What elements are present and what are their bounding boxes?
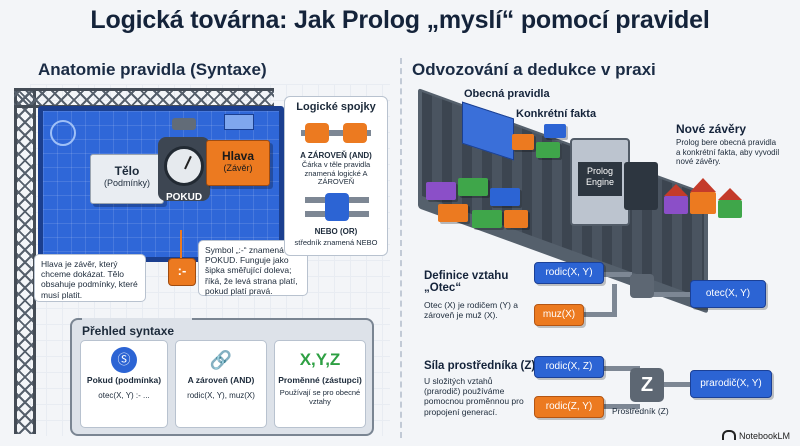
house-roof-icon xyxy=(718,188,742,200)
label-facts: Konkrétní fakta xyxy=(516,108,597,120)
fact-cube-icon xyxy=(536,142,560,158)
syntax-item-pokud: Ⓢ Pokud (podmínka) otec(X, Y) :- ... xyxy=(80,340,168,428)
syntax-item-label: Pokud (podmínka) xyxy=(86,375,162,385)
body-label: Tělo xyxy=(114,164,140,178)
def2-title: Síla prostředníka (Z) xyxy=(424,360,536,372)
syntax-summary-title: Přehled syntaxe xyxy=(82,318,192,338)
syntax-item-label: Proměnné (zástupci) xyxy=(278,375,362,385)
fact-cube-icon xyxy=(458,178,488,196)
pipe xyxy=(600,404,640,409)
gate-label: POKUD xyxy=(165,192,203,203)
page-title: Logická továrna: Jak Prolog „myslí“ pomo… xyxy=(90,6,710,34)
pipe xyxy=(590,272,632,277)
def1-title: Definice vztahu „Otec“ xyxy=(424,270,509,294)
def2-text: U složitých vztahů (prarodič) používáme … xyxy=(424,376,524,417)
syntax-item-code: Používají se pro obecné vztahy xyxy=(279,388,361,406)
watermark: NotebookLM xyxy=(722,430,790,441)
board-gear-icon xyxy=(50,120,76,146)
chain-link-icon: 🔗 xyxy=(209,350,233,370)
house-roof-icon xyxy=(690,178,716,192)
right-section-heading: Odvozování a dedukce v praxi xyxy=(412,60,656,79)
fact-cube-icon xyxy=(512,134,534,150)
pokud-icon: Ⓢ xyxy=(111,347,137,373)
or-connector-icon xyxy=(305,193,369,221)
symbol-badge: :- xyxy=(168,258,196,286)
board-widget xyxy=(224,114,254,130)
and-connector-icon xyxy=(301,123,371,143)
syntax-item-and: 🔗 A zároveň (AND) rodic(X, Y), muz(X) xyxy=(175,340,267,428)
house-icon xyxy=(718,200,742,218)
def1-output-otec: otec(X, Y) xyxy=(690,280,766,308)
gauge-icon xyxy=(164,146,204,186)
house-icon xyxy=(690,192,716,214)
or-text: středník znamená NEBO xyxy=(294,238,378,247)
head-label: Hlava xyxy=(221,149,255,163)
and-title: A ZÁROVEŇ (AND) xyxy=(300,151,372,160)
syntax-item-code: rodic(X, Y), muz(X) xyxy=(187,391,255,400)
pipe xyxy=(660,382,694,387)
head-block: Hlava (Závěr) xyxy=(206,140,270,186)
notebooklm-logo-icon xyxy=(722,430,736,440)
pipe xyxy=(650,292,696,297)
def1-input-rodic: rodic(X, Y) xyxy=(534,262,604,284)
engine-output-chute xyxy=(624,162,658,210)
body-block: Tělo (Podmínky) xyxy=(90,154,164,204)
mediator-label: Prostředník (Z) xyxy=(612,406,669,416)
watermark-text: NotebookLM xyxy=(739,431,791,441)
mediator-z-icon: Z xyxy=(630,368,664,402)
symbol-leader xyxy=(180,230,182,258)
def2-input-rodic-zy: rodic(Z, Y) xyxy=(534,396,604,418)
support-beam xyxy=(14,88,274,108)
left-section-heading: Anatomie pravidla (Syntaxe) xyxy=(38,60,267,79)
section-divider xyxy=(400,58,402,438)
syntax-item-variables: X,Y,Z Proměnné (zástupci) Používají se p… xyxy=(274,340,366,428)
junction-and-icon xyxy=(630,274,654,298)
head-sublabel: (Závěr) xyxy=(223,163,253,173)
callout-head-body: Hlava je závěr, který chceme dokázat. Tě… xyxy=(34,254,146,302)
fact-cube-icon xyxy=(504,210,528,228)
new-conclusions-title: Nové závěry xyxy=(676,122,747,136)
prolog-engine: Prolog Engine xyxy=(570,138,630,226)
support-tower xyxy=(14,88,36,434)
variables-icon: X,Y,Z xyxy=(299,350,341,369)
fact-cube-icon xyxy=(426,182,456,200)
connectives-title: Logické spojky xyxy=(296,101,376,113)
engine-label: Prolog Engine xyxy=(578,162,622,196)
fact-cube-icon xyxy=(438,204,468,222)
fact-cube-icon xyxy=(544,124,566,138)
body-sublabel: (Podmínky) xyxy=(103,178,150,188)
connectives-panel: Logické spojky A ZÁROVEŇ (AND) Čárka v t… xyxy=(284,96,388,256)
or-title: NEBO (OR) xyxy=(314,227,358,236)
house-icon xyxy=(664,196,688,214)
fact-cube-icon xyxy=(472,210,502,228)
and-text: Čárka v těle pravidla znamená logické A … xyxy=(301,160,371,187)
pipe xyxy=(574,312,614,317)
gate-valve xyxy=(172,118,196,130)
syntax-item-label: A zároveň (AND) xyxy=(187,375,255,385)
label-rules: Obecná pravidla xyxy=(464,88,550,100)
fact-cube-icon xyxy=(490,188,520,206)
def1-text: Otec (X) je rodičem (Y) a zároveň je muž… xyxy=(424,300,518,321)
house-roof-icon xyxy=(664,184,688,196)
def1-input-muz: muz(X) xyxy=(534,304,584,326)
syntax-item-code: otec(X, Y) :- ... xyxy=(98,391,150,400)
syntax-items: Ⓢ Pokud (podmínka) otec(X, Y) :- ... 🔗 A… xyxy=(80,340,366,428)
new-conclusions-text: Prolog bere obecná pravidla a konkrétní … xyxy=(676,138,780,167)
pipe xyxy=(600,366,640,371)
pipe xyxy=(612,284,617,317)
def2-output-prarodic: prarodič(X, Y) xyxy=(690,370,772,398)
def2-input-rodic-xz: rodic(X, Z) xyxy=(534,356,604,378)
